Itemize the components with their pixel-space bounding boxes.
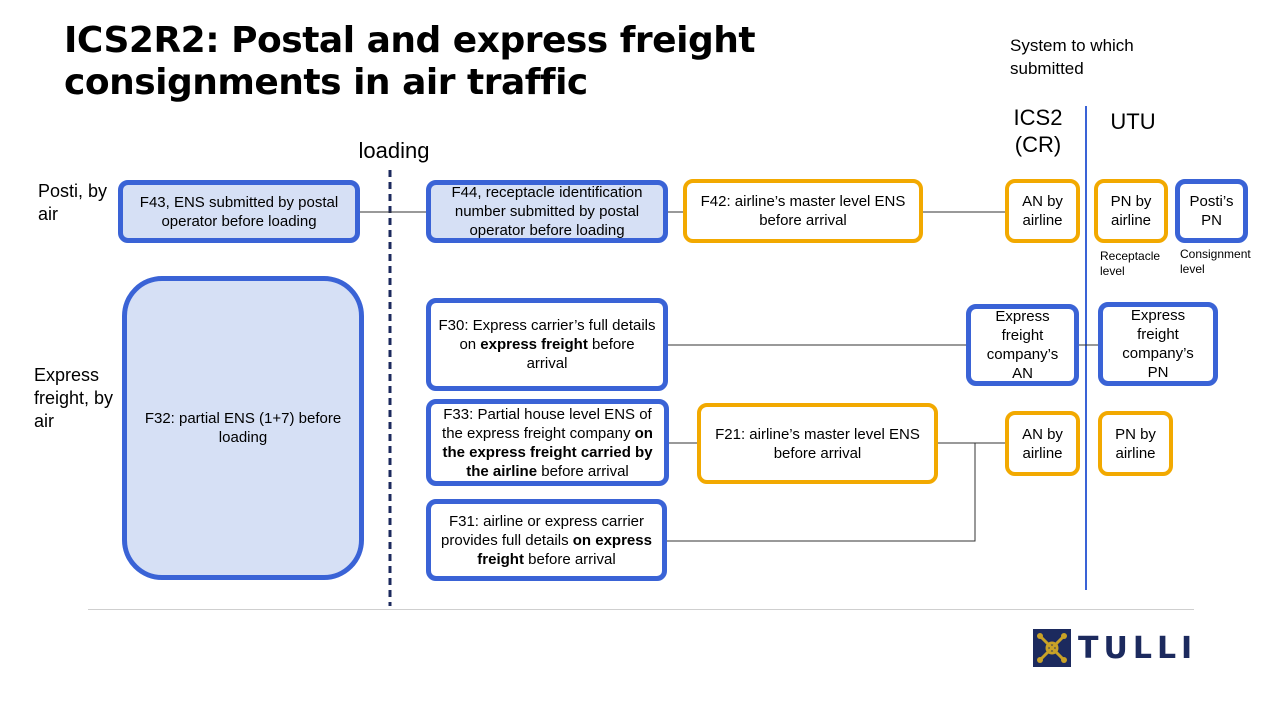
- row-label-express: Express freight, by air: [34, 365, 114, 431]
- box-f21: F21: airline’s master level ENS before a…: [697, 403, 938, 484]
- f33-text-1: F33: Partial house level ENS of the expr…: [442, 405, 652, 442]
- page-title: ICS2R2: Postal and express freight consi…: [64, 20, 756, 103]
- row-label-posti: Posti, by air: [38, 181, 108, 224]
- column-ics2-header: ICS2 (CR): [1013, 105, 1063, 157]
- footer-divider: [88, 609, 1194, 610]
- box-f42: F42: airline’s master level ENS before a…: [683, 179, 923, 243]
- box-an-by-airline-posti: AN by airline: [1005, 179, 1080, 243]
- f33-text-2: on the express freight carried by the ai…: [442, 424, 653, 480]
- box-express-pn: Express freight company’s PN: [1098, 302, 1218, 386]
- f33-text-3: before arrival: [537, 462, 629, 480]
- box-f31-text: F31: airline or express carrier provides…: [437, 512, 656, 569]
- box-f30-text: F30: Express carrier’s full details on e…: [437, 316, 657, 373]
- box-f30: F30: Express carrier’s full details on e…: [426, 298, 668, 391]
- f30-text-2: express freight: [480, 336, 588, 353]
- f31-text-2: on express freight: [477, 531, 652, 568]
- box-pn-by-airline-posti: PN by airline: [1094, 179, 1168, 243]
- f30-text-1: F30: Express carrier’s full details on: [438, 317, 656, 353]
- box-f32: F32: partial ENS (1+7) before loading: [122, 276, 364, 580]
- box-pn-by-airline-express: PN by airline: [1098, 411, 1173, 476]
- box-an-by-airline-express: AN by airline: [1005, 411, 1080, 476]
- box-express-an: Express freight company’s AN: [966, 304, 1079, 386]
- note-receptacle-level: Receptacle level: [1100, 249, 1161, 278]
- tulli-logo-text: TULLI: [1078, 631, 1198, 666]
- tulli-emblem-icon: [1033, 629, 1071, 667]
- box-f33: F33: Partial house level ENS of the expr…: [426, 399, 669, 486]
- box-f43: F43, ENS submitted by postal operator be…: [118, 180, 360, 243]
- f31-text-3: before arrival: [523, 550, 616, 568]
- box-f33-text: F33: Partial house level ENS of the expr…: [435, 405, 660, 481]
- box-f44: F44, receptacle identification number su…: [426, 180, 668, 243]
- system-label: System to which submitted: [1010, 36, 1134, 78]
- box-f31: F31: airline or express carrier provides…: [426, 499, 667, 581]
- connector-f31-merge: [667, 443, 976, 542]
- loading-label: loading: [358, 138, 430, 163]
- f30-text-3: before arrival: [526, 336, 635, 372]
- column-utu-header: UTU: [1110, 109, 1156, 134]
- box-posti-pn: Posti’s PN: [1175, 179, 1248, 243]
- f31-text-1: F31: airline or express carrier provides…: [441, 512, 645, 549]
- note-consignment-level: Consignment level: [1180, 247, 1251, 276]
